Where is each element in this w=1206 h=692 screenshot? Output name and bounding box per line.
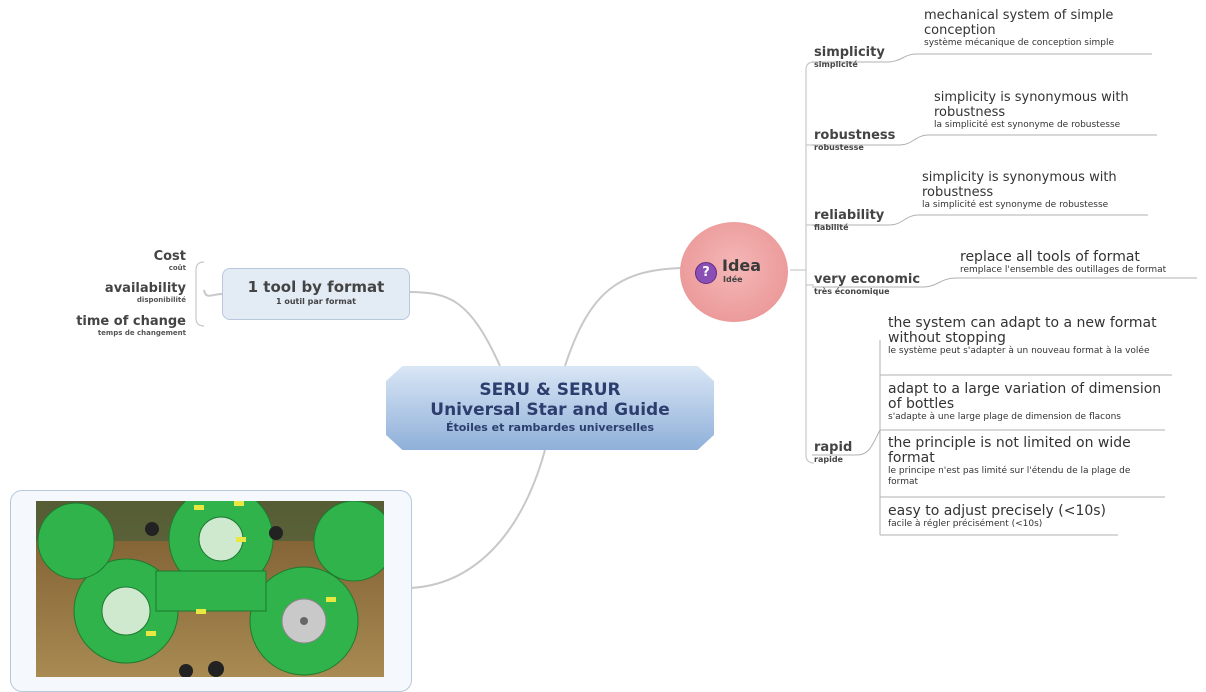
leaf-reliability[interactable]: simplicity is synonymous with robustness… bbox=[922, 170, 1117, 210]
branch-rapid[interactable]: rapid rapide bbox=[814, 440, 853, 464]
leaf-robustness[interactable]: simplicity is synonymous with robustness… bbox=[934, 90, 1129, 130]
leaf-simplicity[interactable]: mechanical system of simple conception s… bbox=[924, 8, 1114, 48]
central-subtitle: Étoiles et rambardes universelles bbox=[445, 421, 655, 434]
tool-topic[interactable]: 1 tool by format 1 outil par format bbox=[222, 268, 410, 320]
tool-item-cost[interactable]: Cost coût bbox=[153, 249, 186, 272]
idea-sublabel: Idée bbox=[723, 275, 743, 284]
link-central-idea bbox=[564, 267, 683, 367]
idea-label: Idea bbox=[722, 256, 762, 275]
branch-robustness[interactable]: robustness robustesse bbox=[814, 128, 896, 152]
branch-simplicity[interactable]: simplicity simplicité bbox=[814, 45, 885, 69]
branch-very-economic[interactable]: very economic très économique bbox=[814, 272, 921, 296]
tool-item-availability[interactable]: availability disponibilité bbox=[104, 281, 186, 304]
link-central-tool bbox=[407, 291, 501, 367]
leaf-rapid-4[interactable]: easy to adjust precisely (<10s) facile à… bbox=[888, 503, 1107, 530]
product-photo bbox=[36, 501, 384, 677]
link-tool-items bbox=[203, 289, 223, 297]
leaf-rapid-2[interactable]: adapt to a large variation of dimension … bbox=[888, 381, 1162, 423]
tool-label: 1 tool by format bbox=[247, 278, 385, 296]
central-title-line2: Universal Star and Guide bbox=[430, 400, 670, 420]
leaf-rapid-3[interactable]: the principle is not limited on wide for… bbox=[888, 435, 1131, 488]
leaf-very-economic[interactable]: replace all tools of format remplace l'e… bbox=[960, 249, 1167, 276]
link-central-photo bbox=[409, 449, 546, 589]
question-icon: ? bbox=[695, 262, 717, 284]
branch-reliability[interactable]: reliability fiabilité bbox=[814, 208, 885, 232]
tool-sublabel: 1 outil par format bbox=[276, 297, 356, 306]
central-title-line1: SERU & SERUR bbox=[479, 380, 621, 400]
leaf-rapid-1[interactable]: the system can adapt to a new format wit… bbox=[888, 315, 1157, 357]
central-topic[interactable]: SERU & SERUR Universal Star and Guide Ét… bbox=[386, 366, 714, 450]
tool-item-time-of-change[interactable]: time of change temps de changement bbox=[76, 314, 186, 337]
